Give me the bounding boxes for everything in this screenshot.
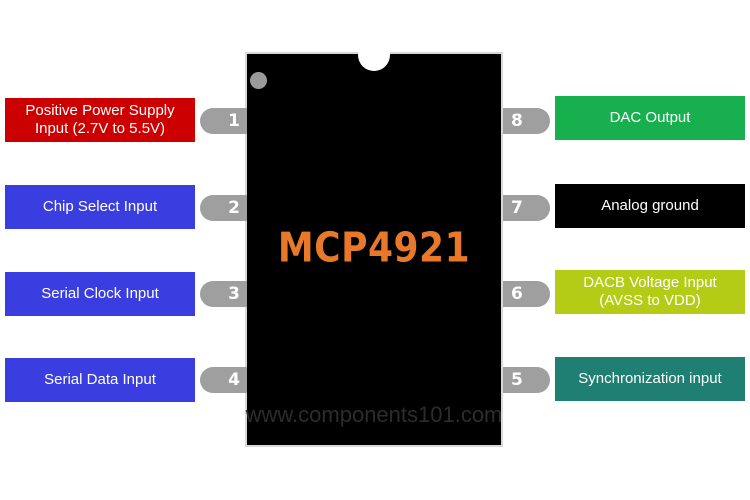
pin-7: 7 — [503, 195, 550, 221]
pin-3: 3 — [200, 281, 247, 307]
pin-8: 8 — [503, 108, 550, 134]
pin-5: 5 — [503, 367, 550, 393]
watermark: www.components101.com — [245, 402, 503, 427]
pin-2-label: Chip Select Input — [5, 185, 195, 229]
pin-6: 6 — [503, 281, 550, 307]
pin-4-label: Serial Data Input — [5, 358, 195, 402]
pin-2: 2 — [200, 195, 247, 221]
pin-4: 4 — [200, 367, 247, 393]
pin-7-label: Analog ground — [555, 184, 745, 228]
chip-notch — [358, 48, 390, 71]
pin1-indicator-dot — [250, 72, 267, 89]
pin-5-label: Synchronization input — [555, 357, 745, 401]
pin-1: 1 — [200, 108, 247, 134]
pin-1-label: Positive Power Supply Input (2.7V to 5.5… — [5, 98, 195, 142]
chip-name: MCP4921 — [277, 224, 471, 273]
pin-8-label: DAC Output — [555, 96, 745, 140]
pin-3-label: Serial Clock Input — [5, 272, 195, 316]
pin-6-label: DACB Voltage Input (AVSS to VDD) — [555, 270, 745, 314]
ic-chip-body — [245, 52, 503, 447]
